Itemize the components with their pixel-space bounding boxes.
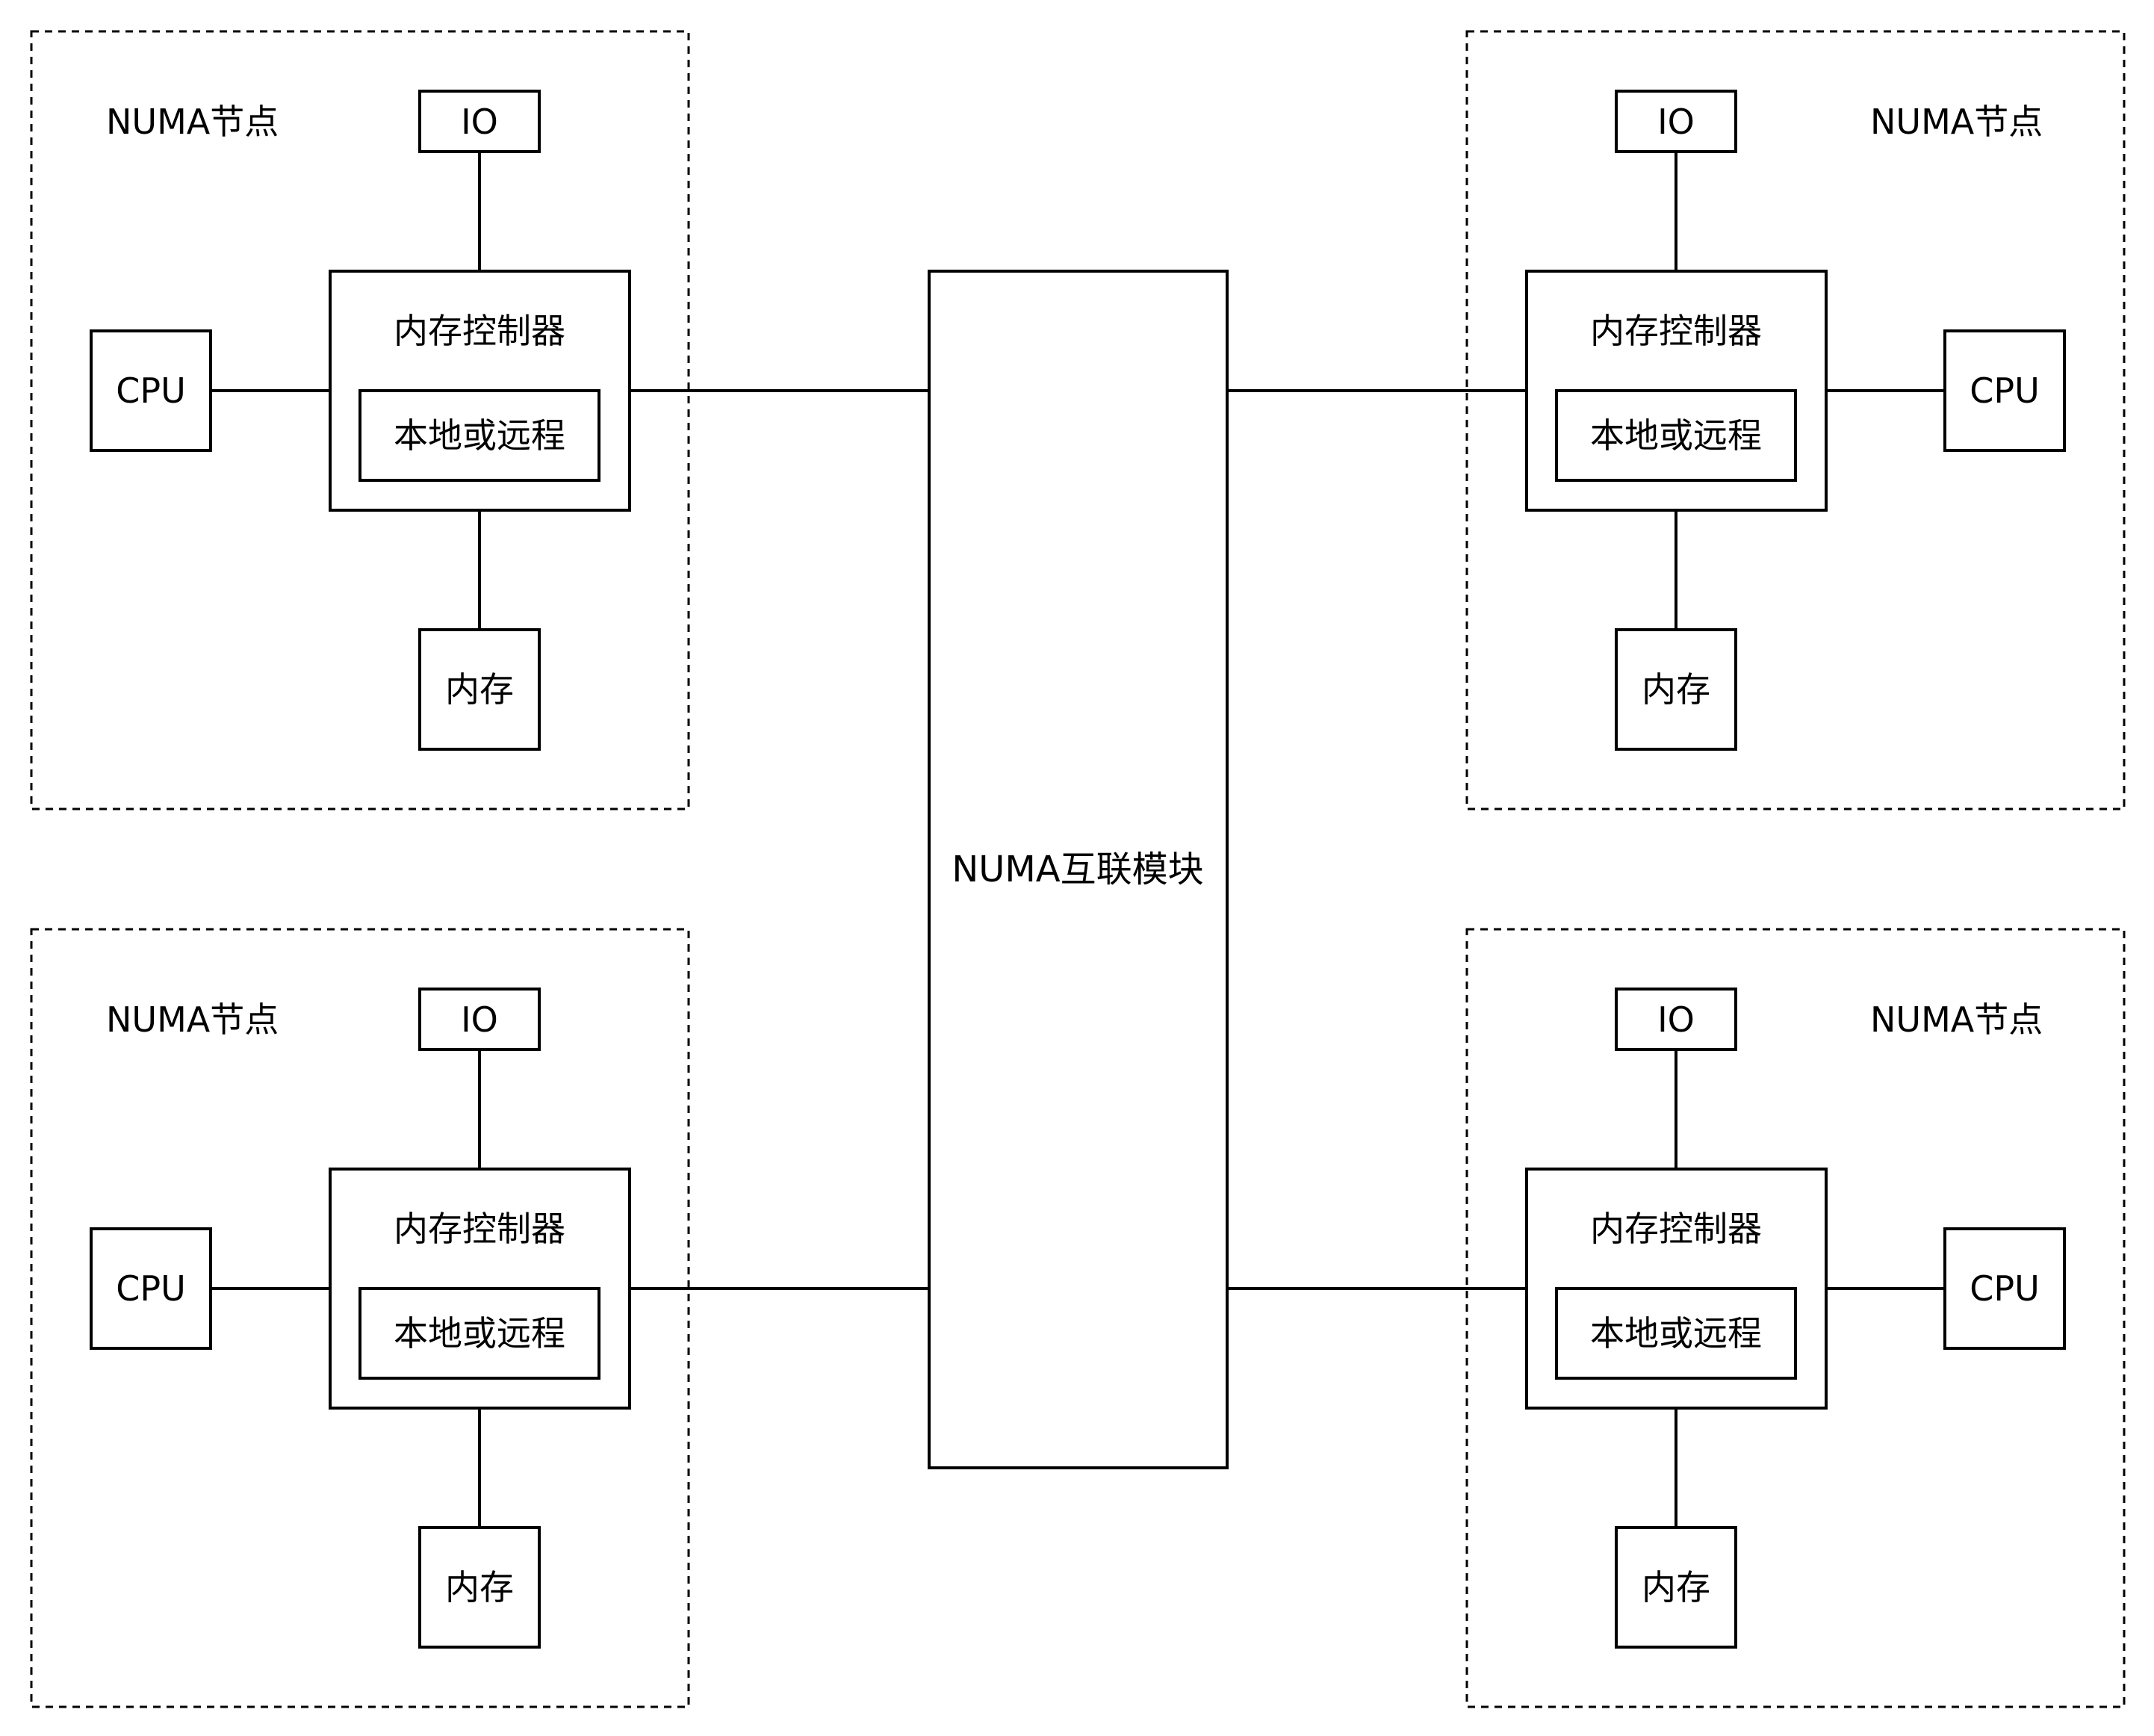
memory-box: 内存 — [1615, 628, 1737, 751]
node-label: NUMA节点 — [106, 102, 279, 142]
numa-node-bottom-right: NUMA节点 IO CPU 内存控制器 本地或远程 内存 — [1465, 928, 2126, 1708]
access-mode-label: 本地或远程 — [394, 415, 565, 456]
memory-controller-label: 内存控制器 — [1590, 311, 1762, 351]
access-mode-label: 本地或远程 — [394, 1313, 565, 1354]
numa-node-bottom-left: NUMA节点 IO CPU 内存控制器 本地或远程 内存 — [30, 928, 690, 1708]
access-mode-box — [359, 389, 600, 482]
memory-controller-label: 内存控制器 — [394, 1209, 565, 1249]
io-label: IO — [461, 999, 498, 1040]
node-boundary — [1465, 30, 2126, 810]
io-label: IO — [1657, 102, 1695, 142]
node-label: NUMA节点 — [106, 999, 279, 1040]
node-boundary — [30, 30, 690, 810]
memory-controller-box: 内存控制器 本地或远程 — [329, 1168, 631, 1410]
memory-controller-box: 内存控制器 本地或远程 — [329, 270, 631, 512]
node-label: NUMA节点 — [1870, 102, 2043, 142]
memory-controller-label: 内存控制器 — [1590, 1209, 1762, 1249]
cpu-box: CPU — [90, 329, 212, 452]
memory-controller-box: 内存控制器 本地或远程 — [1525, 270, 1828, 512]
numa-node-top-left: NUMA节点 IO CPU 内存控制器 本地或远程 内存 — [30, 30, 690, 810]
node-label: NUMA节点 — [1870, 999, 2043, 1040]
cpu-label: CPU — [116, 1268, 186, 1309]
node-boundary — [1465, 928, 2126, 1708]
io-box: IO — [1615, 988, 1737, 1051]
cpu-label: CPU — [116, 371, 186, 411]
memory-controller-label: 内存控制器 — [394, 311, 565, 351]
memory-label: 内存 — [445, 669, 514, 710]
io-box: IO — [1615, 90, 1737, 153]
io-box: IO — [418, 90, 541, 153]
node-boundary — [30, 928, 690, 1708]
interconnect-label: NUMA互联模块 — [952, 849, 1203, 890]
memory-label: 内存 — [445, 1567, 514, 1608]
cpu-label: CPU — [1970, 1268, 2040, 1309]
memory-label: 内存 — [1642, 669, 1710, 710]
cpu-box: CPU — [1943, 329, 2066, 452]
io-label: IO — [461, 102, 498, 142]
memory-box: 内存 — [418, 1526, 541, 1649]
cpu-box: CPU — [1943, 1227, 2066, 1350]
memory-controller-box: 内存控制器 本地或远程 — [1525, 1168, 1828, 1410]
cpu-label: CPU — [1970, 371, 2040, 411]
access-mode-label: 本地或远程 — [1590, 1313, 1762, 1354]
numa-node-top-right: NUMA节点 IO CPU 内存控制器 本地或远程 内存 — [1465, 30, 2126, 810]
io-label: IO — [1657, 999, 1695, 1040]
cpu-box: CPU — [90, 1227, 212, 1350]
io-box: IO — [418, 988, 541, 1051]
access-mode-box — [1555, 389, 1797, 482]
access-mode-box — [359, 1287, 600, 1380]
memory-box: 内存 — [1615, 1526, 1737, 1649]
memory-label: 内存 — [1642, 1567, 1710, 1608]
interconnect-module: NUMA互联模块 — [928, 270, 1229, 1469]
access-mode-box — [1555, 1287, 1797, 1380]
access-mode-label: 本地或远程 — [1590, 415, 1762, 456]
memory-box: 内存 — [418, 628, 541, 751]
